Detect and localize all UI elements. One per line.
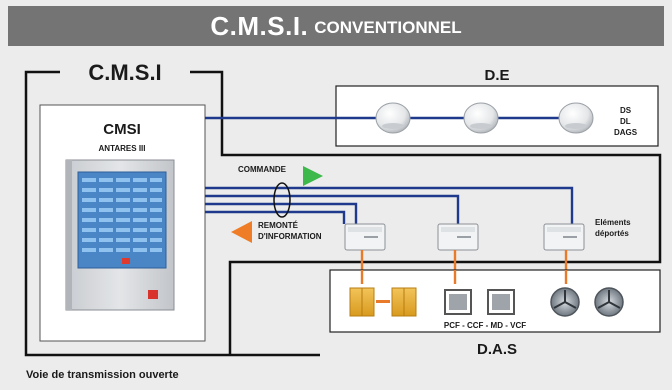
feedback-label-2: D'INFORMATION [258, 232, 322, 241]
cmsi-frame [24, 70, 662, 357]
de-label: D.E [484, 67, 509, 84]
fire-door-icon [391, 287, 417, 317]
cmsi-frame-label: C.M.S.I [88, 60, 161, 85]
detector-icon [375, 102, 411, 134]
panel-key-icon [148, 290, 158, 299]
cable-bundle-marker [273, 182, 291, 218]
line-to-remote-3 [205, 186, 574, 224]
line-to-remote-2 [205, 194, 460, 224]
command-label: COMMANDE [238, 165, 287, 174]
detector-icon [463, 102, 499, 134]
cmsi-panel-model: ANTARES III [99, 144, 146, 153]
remote-module-icon [437, 223, 479, 251]
title-bar: C.M.S.I. CONVENTIONNEL [8, 6, 664, 46]
title-main: C.M.S.I. [210, 10, 309, 41]
damper-icon [444, 289, 472, 315]
feedback-label-1: REMONTÉ [258, 221, 299, 230]
cmsi-panel-name: CMSI [103, 121, 141, 138]
command-arrow-icon [303, 166, 323, 186]
detector-icon [558, 102, 594, 134]
das-equipment-label: PCF - CCF - MD - VCF [444, 321, 526, 330]
remote-elements-label-2: déportés [595, 229, 629, 238]
damper-icon [487, 289, 515, 315]
footer-label: Voie de transmission ouverte [26, 369, 179, 381]
de-type-dags: DAGS [614, 128, 638, 137]
fan-icon [594, 287, 624, 317]
title-sub: CONVENTIONNEL [314, 18, 462, 37]
antares-cabinet [65, 159, 175, 311]
remote-elements-label-1: Eléments [595, 218, 631, 227]
remote-module-icon [344, 223, 386, 251]
line-to-remote-1-a [205, 202, 358, 224]
de-type-ds: DS [620, 106, 632, 115]
das-label: D.A.S [477, 341, 517, 358]
remote-module-icon [543, 223, 585, 251]
fan-icon [550, 287, 580, 317]
feedback-arrow-icon [231, 221, 252, 243]
fire-door-icon [349, 287, 390, 317]
line-to-remote-1-b [205, 210, 346, 224]
de-type-dl: DL [620, 117, 631, 126]
